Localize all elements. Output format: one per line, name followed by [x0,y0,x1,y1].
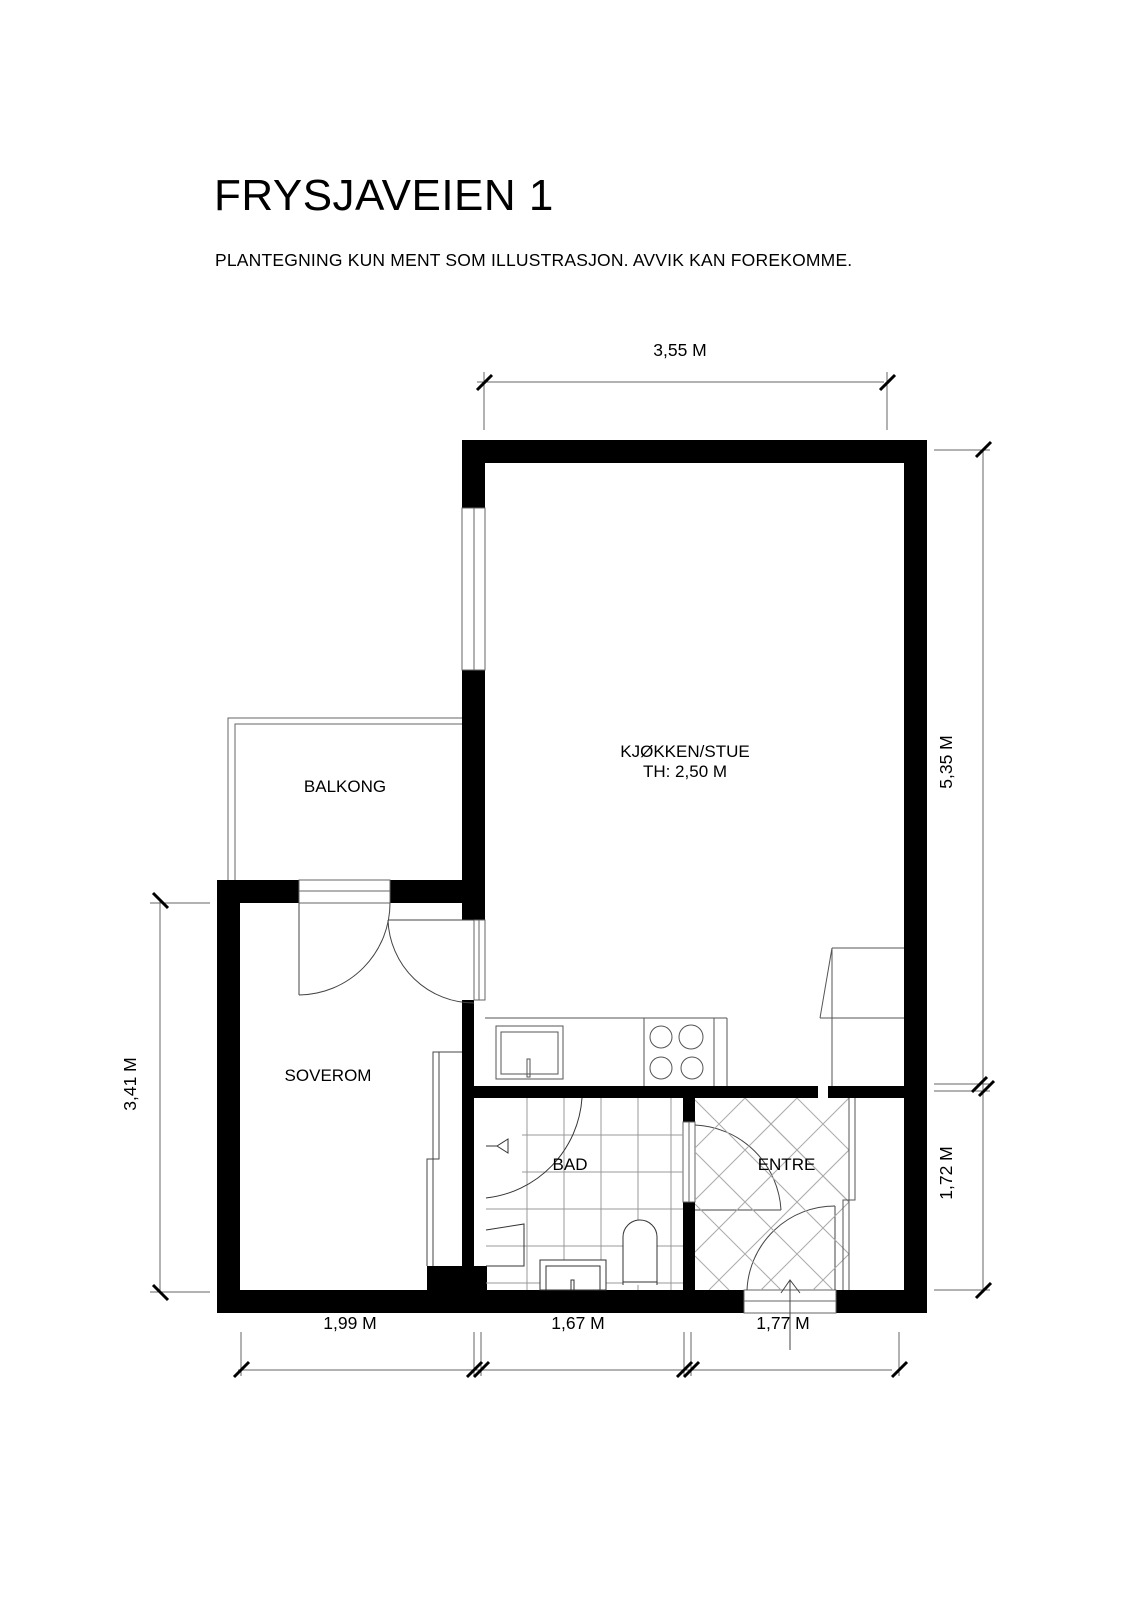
ceiling-height-label: TH: 2,50 M [642,762,728,781]
room-label-bedroom: SOVEROM [284,1066,372,1085]
balcony-railing [227,717,463,888]
kitchen-counter [485,947,904,1086]
dimension-bottom-right-width: 1,77 M [756,1313,810,1333]
page-title: FRYSJAVEIEN 1 [214,171,554,220]
dimension-right-lower-height: 1,72 M [936,1146,956,1200]
dimension-bottom-mid-width: 1,67 M [551,1313,605,1333]
disclaimer-text: PLANTEGNING KUN MENT SOM ILLUSTRASJON. A… [215,250,853,270]
dimension-top-width: 3,55 M [653,340,707,360]
door-swings [298,902,836,1350]
room-label-entrance: ENTRE [757,1155,816,1174]
dimension-lines [150,372,990,1376]
dimension-bottom-left-width: 1,99 M [323,1313,377,1333]
room-label-bathroom: BAD [552,1155,588,1174]
bath-fixtures [485,1097,658,1291]
dimension-left-height: 3,41 M [120,1057,140,1111]
room-label-kitchen-living: KJØKKEN/STUE TH: 2,50 M [595,742,775,782]
room-label-balcony: BALKONG [303,777,387,796]
walls [217,440,927,1313]
wardrobe [426,1051,462,1266]
dimension-right-upper-height: 5,35 M [936,735,956,789]
dimension-ticks [151,373,996,1379]
room-name-kitchen-living: KJØKKEN/STUE [620,742,750,761]
entry-tile-grid [695,1098,856,1290]
